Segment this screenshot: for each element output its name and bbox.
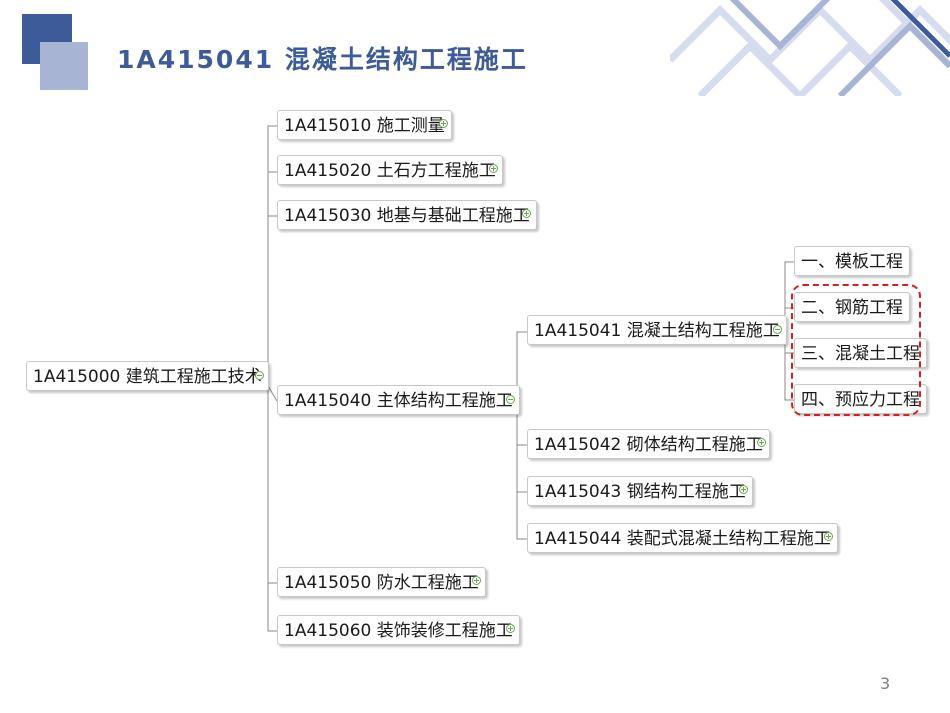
circle-minus-icon[interactable] [255,371,264,380]
circle-plus-icon[interactable] [506,624,515,633]
slide-title: 1A415041 混凝土结构工程施工 [117,45,528,74]
decorative-corner-pattern [670,0,950,96]
circle-plus-icon[interactable] [522,209,531,218]
mindmap-node-concrete[interactable]: 三、混凝土工程 [794,338,927,368]
mindmap-node-1a415020[interactable]: 1A415020 土石方工程施工 [277,155,503,185]
page-number: 3 [880,674,891,693]
circle-plus-icon[interactable] [472,576,481,585]
highlight-dashed-box [791,284,921,416]
mindmap-node-1a415010[interactable]: 1A415010 施工测量 [277,110,452,140]
circle-plus-icon[interactable] [757,438,766,447]
mindmap-node-1a415030[interactable]: 1A415030 地基与基础工程施工 [277,200,537,230]
mindmap-node-1a415060[interactable]: 1A415060 装饰装修工程施工 [277,615,520,645]
circle-plus-icon[interactable] [824,532,833,541]
mindmap-node-1a415043[interactable]: 1A415043 钢结构工程施工 [527,476,753,506]
mindmap-node-1a415041[interactable]: 1A415041 混凝土结构工程施工 [527,315,787,345]
mindmap-node-rebar[interactable]: 二、钢筋工程 [794,292,910,322]
circle-plus-icon[interactable] [489,164,498,173]
circle-plus-icon[interactable] [739,485,748,494]
mindmap-node-prestress[interactable]: 四、预应力工程 [794,384,927,414]
mindmap-node-1a415050[interactable]: 1A415050 防水工程施工 [277,567,486,597]
circle-minus-icon[interactable] [773,325,782,334]
mindmap-node-1a415040[interactable]: 1A415040 主体结构工程施工 [277,385,520,415]
mindmap-root-node[interactable]: 1A415000 建筑工程施工技术 [26,361,269,391]
circle-minus-icon[interactable] [506,395,515,404]
mindmap-node-formwork[interactable]: 一、模板工程 [794,246,910,276]
mindmap-node-1a415044[interactable]: 1A415044 装配式混凝土结构工程施工 [527,523,838,553]
mindmap-node-1a415042[interactable]: 1A415042 砌体结构工程施工 [527,429,770,459]
decorative-square-light [40,42,88,90]
circle-plus-icon[interactable] [439,119,448,128]
